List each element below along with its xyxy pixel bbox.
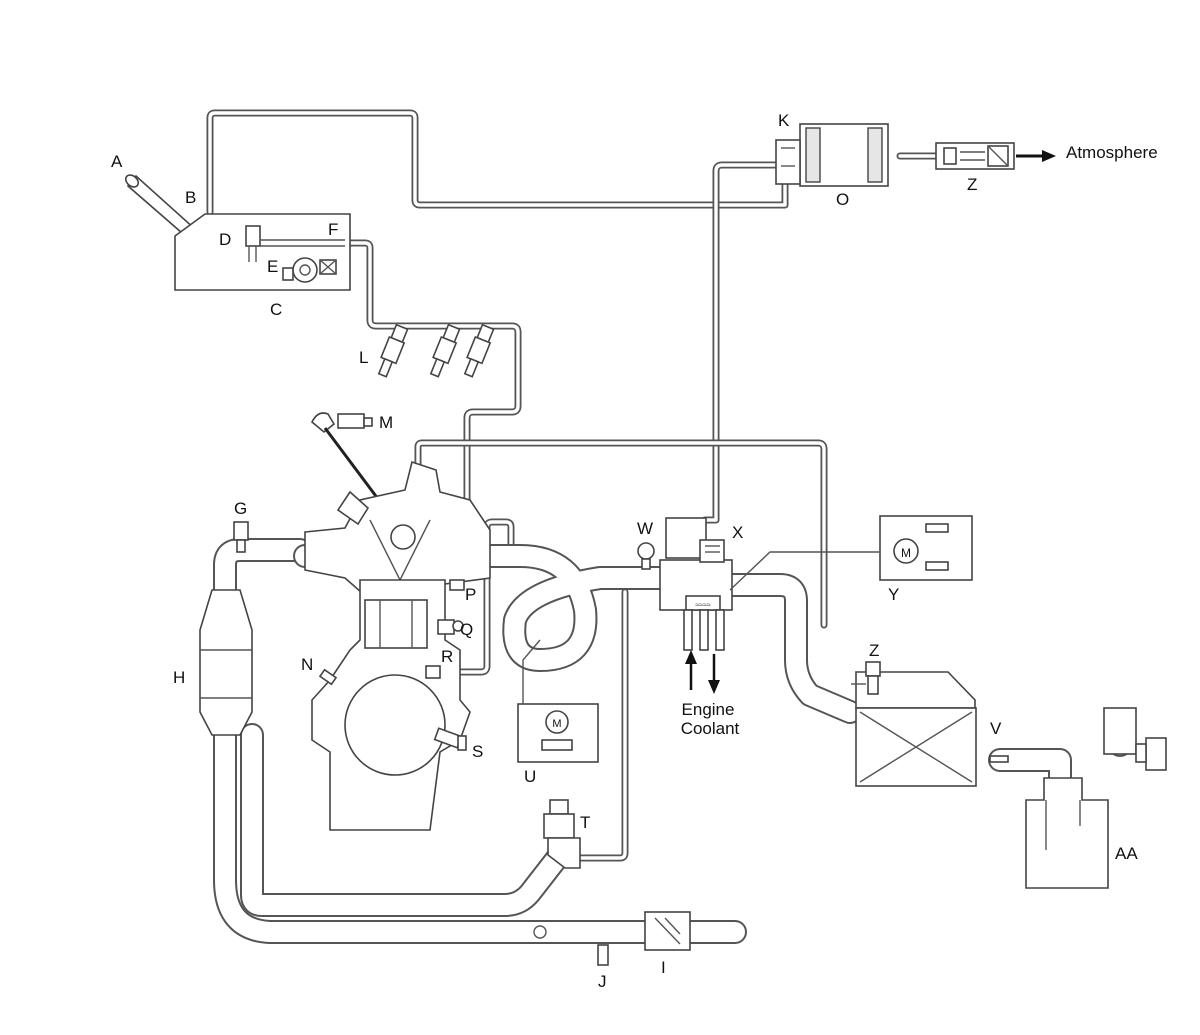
label-k: K [778,111,790,130]
label-l: L [359,348,368,367]
label-s: S [472,742,483,761]
crankshaft [344,674,446,776]
label-g: G [234,499,247,518]
motor-u-glyph: M [552,718,561,730]
air-fuel-ratio-sensor [233,521,249,541]
label-y: Y [888,585,899,604]
label-r: R [441,647,453,666]
atmosphere-label: Atmosphere [1066,143,1158,162]
label-o: O [836,190,849,209]
motor-units: M M [517,515,973,763]
label-j: J [598,972,607,991]
fuel-injectors [377,323,495,378]
svg-text:≈≈≈≈: ≈≈≈≈ [695,602,711,609]
callout-labels: A B C D E F G H I J K L M N O P Q R S T … [111,111,1158,991]
label-d: D [219,230,231,249]
engine-sensors [318,579,467,751]
resonator [1025,777,1109,889]
air-cleaner [851,661,1167,889]
label-v: V [990,719,1002,738]
motor-y-glyph: M [901,546,911,560]
engine-coolant-line1: Engine [682,700,735,719]
exhaust-parts [199,521,691,966]
label-p: P [465,585,476,604]
label-f: F [328,220,338,239]
engine [304,460,491,831]
egr-valve [543,799,581,869]
vacuum-sensor [865,661,881,677]
label-b: B [185,188,196,207]
label-h: H [173,668,185,687]
fuel-tank-assembly [124,174,351,291]
heated-oxygen-sensor [597,944,609,966]
label-c: C [270,300,282,319]
label-a: A [111,152,123,171]
canister-assembly [775,123,1056,187]
catalytic-converter-h [199,589,253,736]
label-q: Q [460,620,473,639]
label-z-upper: Z [967,175,977,194]
label-e: E [267,257,278,276]
label-m: M [379,413,393,432]
label-u: U [524,767,536,786]
canister-pump-module [775,139,801,185]
label-t: T [580,813,590,832]
label-n: N [301,655,313,674]
throttle-body: ≈≈≈≈ [637,517,733,651]
label-i: I [661,958,666,977]
engine-coolant-line2: Coolant [681,719,740,738]
label-z-lower: Z [869,641,879,660]
fuel-tank [174,213,351,291]
label-aa: AA [1115,844,1138,863]
coolant-arrows [685,650,720,694]
label-x: X [732,523,743,542]
label-w: W [637,519,653,538]
intake-air-temp-sensor [637,542,655,560]
vapor-pipes [206,109,939,862]
fuel-pump-module [245,225,261,247]
exhaust-ducts [213,538,747,944]
fuel-pump [292,257,318,283]
